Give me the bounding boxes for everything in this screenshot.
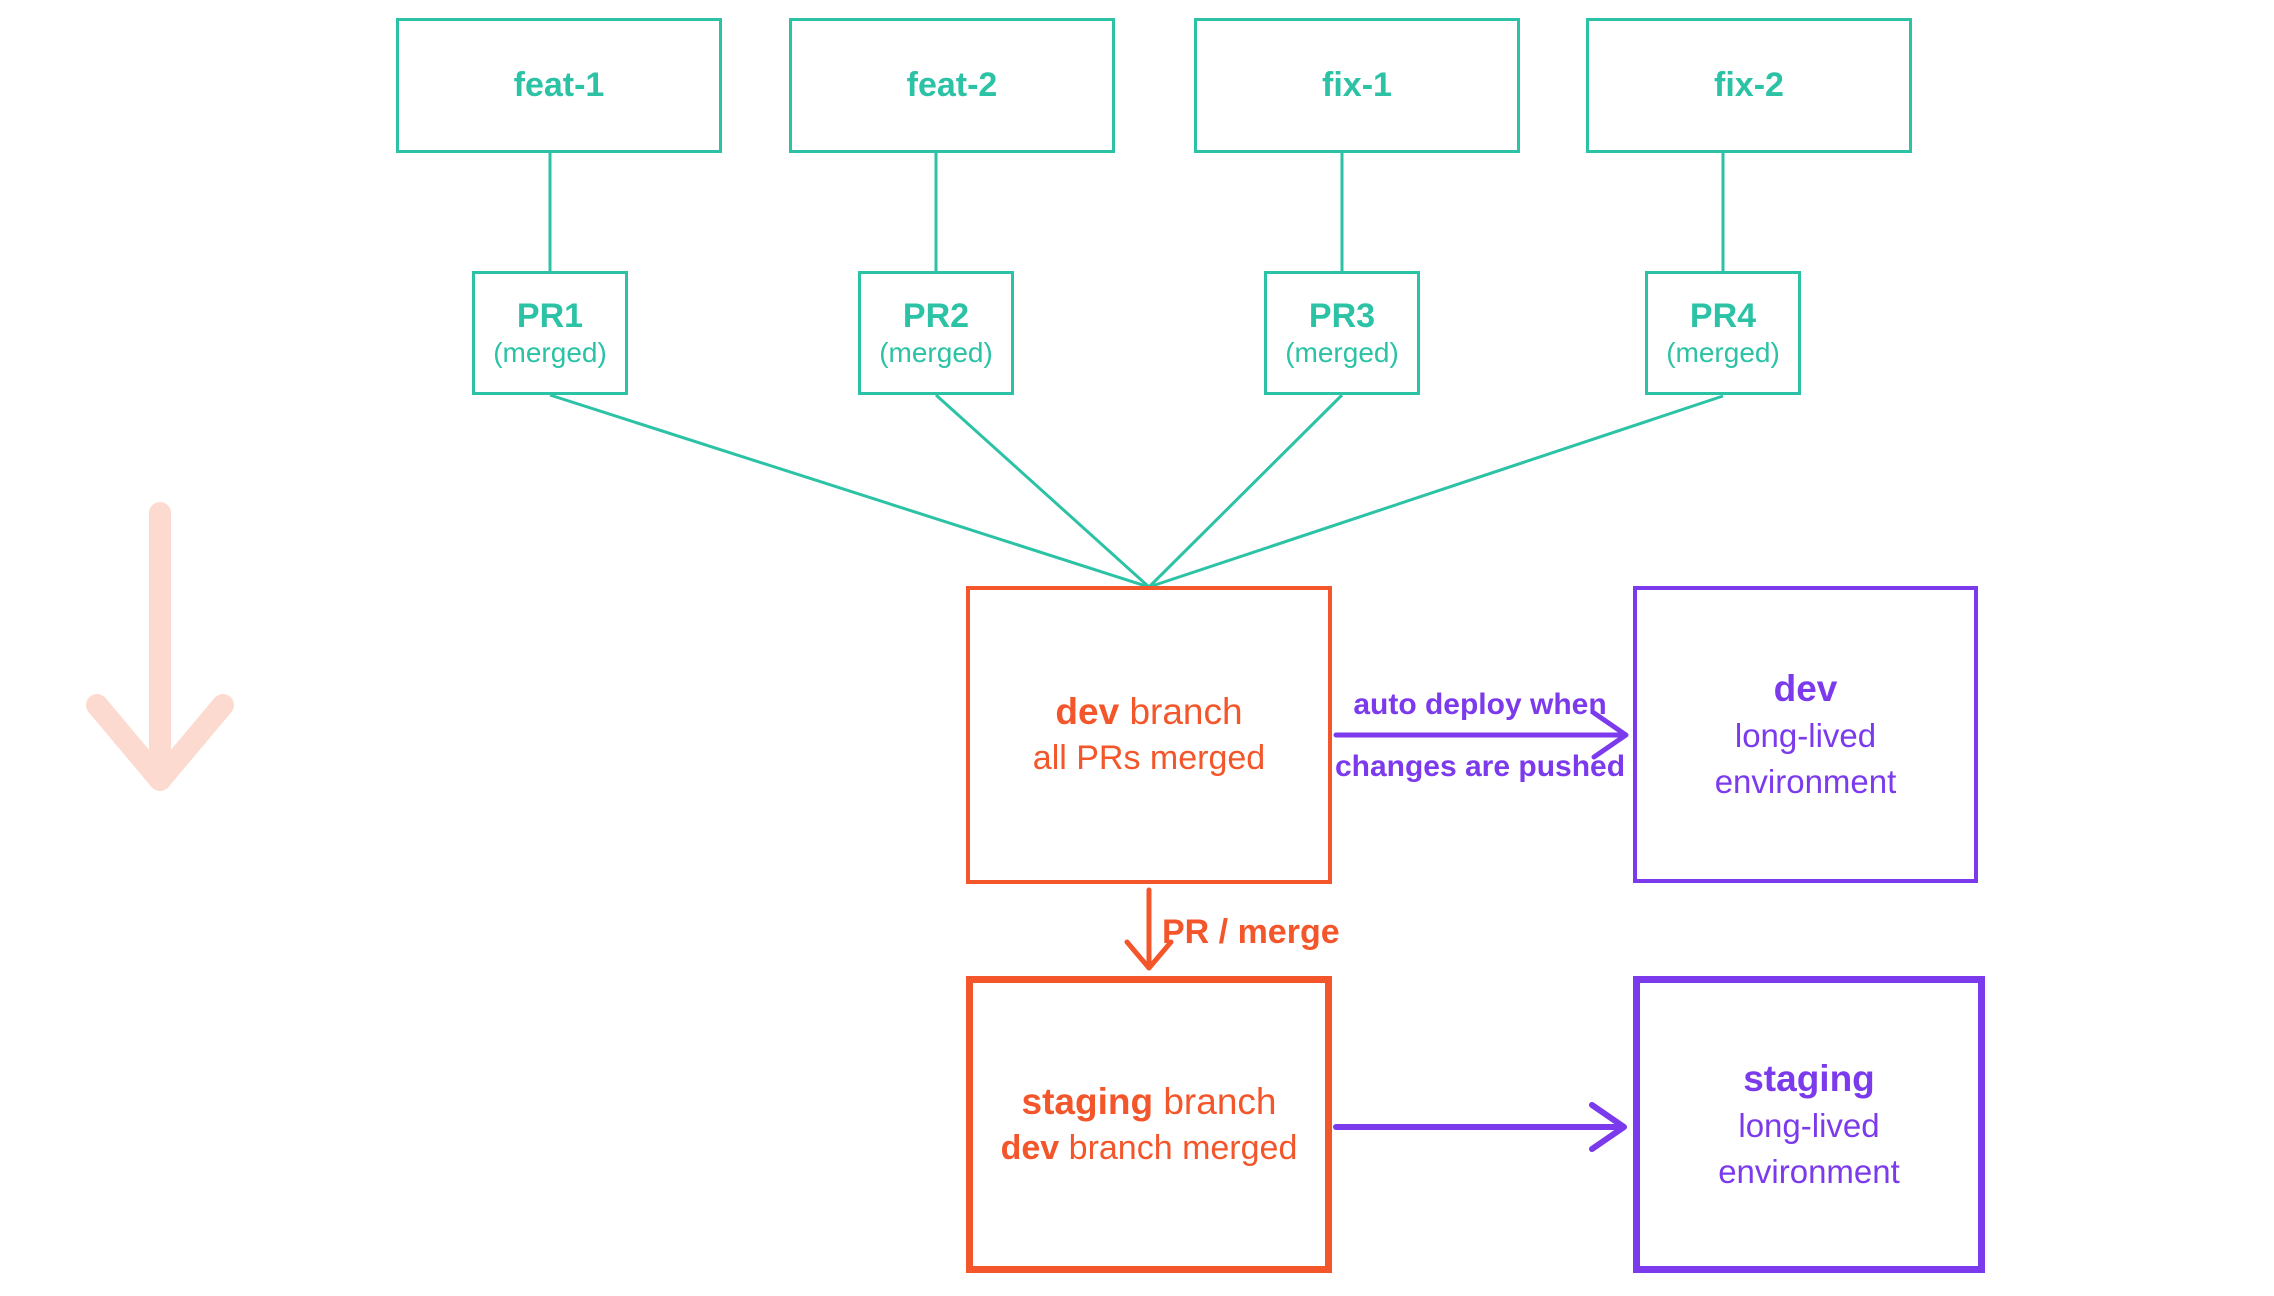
node-dev-environment: dev long-lived environment [1633, 586, 1978, 883]
node-staging-environment: staging long-lived environment [1633, 976, 1985, 1273]
pr-to-dev-edges [549, 393, 1724, 589]
node-fix-1-label: fix-1 [1322, 66, 1392, 104]
dev-env-line2: long-lived [1734, 716, 1877, 754]
node-fix-2: fix-2 [1586, 18, 1912, 153]
staging-env-line3: environment [1718, 1152, 1900, 1190]
node-fix-2-label: fix-2 [1714, 66, 1784, 104]
staging-env-name: staging [1743, 1057, 1875, 1099]
pr3-status: (merged) [1285, 337, 1399, 368]
staging-branch-subtitle: dev branch merged [1001, 1125, 1298, 1171]
auto-deploy-label-line2: changes are pushed [1334, 750, 1626, 783]
node-staging-branch: staging branch dev branch merged [966, 976, 1332, 1273]
dev-env-line3: environment [1714, 762, 1897, 800]
dev-branch-subtitle: all PRs merged [1032, 739, 1266, 777]
node-pr1: PR1 (merged) [472, 271, 628, 395]
dev-env-name: dev [1773, 667, 1838, 709]
node-feat-2: feat-2 [789, 18, 1115, 153]
staging-branch-title-rest: branch [1153, 1080, 1277, 1122]
pr4-status: (merged) [1666, 337, 1780, 368]
node-fix-1: fix-1 [1194, 18, 1520, 153]
node-feat-1-label: feat-1 [513, 66, 605, 104]
staging-deploy-arrow [1333, 1102, 1627, 1152]
auto-deploy-label-line1: auto deploy when [1353, 688, 1607, 721]
node-pr2: PR2 (merged) [858, 271, 1014, 395]
dev-deploy-arrow [1333, 710, 1629, 760]
edge-pr4-dev [1148, 394, 1724, 589]
edge-pr1-dev [549, 393, 1150, 589]
pr1-status: (merged) [493, 337, 607, 368]
dev-branch-title-rest: branch [1119, 691, 1243, 732]
pr1-title: PR1 [516, 297, 584, 335]
dev-branch-title-bold: dev [1055, 691, 1120, 732]
node-pr3: PR3 (merged) [1264, 271, 1420, 395]
pr-merge-label: PR / merge [1162, 913, 1340, 951]
edge-pr3-dev [1147, 393, 1344, 589]
faded-down-arrow-icon [86, 502, 234, 791]
pr4-title: PR4 [1689, 297, 1757, 335]
pr2-status: (merged) [879, 337, 993, 368]
staging-branch-title: staging branch [1022, 1079, 1277, 1125]
staging-branch-title-bold: staging [1021, 1080, 1154, 1122]
staging-branch-subtitle-bold: dev [1000, 1128, 1060, 1167]
staging-branch-subtitle-rest: branch merged [1059, 1128, 1298, 1167]
dev-to-staging-arrow [1124, 887, 1174, 971]
pr2-title: PR2 [902, 297, 970, 335]
node-feat-2-label: feat-2 [906, 66, 998, 104]
staging-env-line2: long-lived [1738, 1106, 1880, 1144]
branch-to-pr-edges [548, 153, 1725, 271]
dev-branch-title: dev branch [1055, 689, 1242, 735]
pr3-title: PR3 [1308, 297, 1376, 335]
edge-pr2-dev [934, 393, 1151, 589]
node-dev-branch: dev branch all PRs merged [966, 586, 1332, 884]
node-pr4: PR4 (merged) [1645, 271, 1801, 395]
node-feat-1: feat-1 [396, 18, 722, 153]
